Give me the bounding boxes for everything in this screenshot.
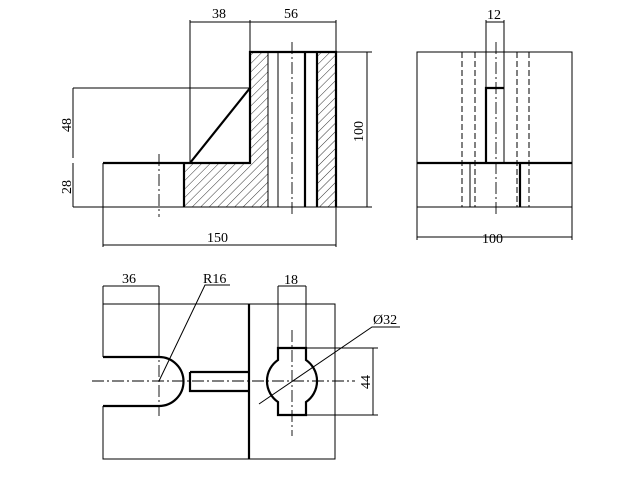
dim-28: 28 (60, 180, 75, 194)
section-hatch-right (317, 52, 336, 207)
dim-150: 150 (207, 231, 228, 246)
dim-12: 12 (487, 8, 501, 23)
top-outline (102, 303, 336, 460)
front-view: 38 56 100 48 28 150 (60, 7, 372, 247)
top-thick-lines (103, 304, 319, 459)
dim-36: 36 (122, 272, 136, 287)
front-centerlines (158, 42, 293, 217)
side-thin-lines (416, 20, 573, 240)
side-hidden-lines (461, 52, 530, 207)
top-centerlines (92, 330, 355, 436)
side-thick-lines (417, 86, 572, 207)
top-thin-lines (102, 284, 400, 416)
section-hatch-left (184, 52, 268, 207)
dim-18: 18 (284, 273, 298, 288)
dim-56: 56 (284, 7, 298, 22)
dim-48: 48 (60, 118, 75, 132)
side-outline (416, 51, 573, 208)
front-thin-lines (72, 20, 372, 247)
dim-100-side: 100 (482, 232, 503, 247)
dim-38: 38 (212, 7, 226, 22)
dim-r16: R16 (203, 272, 226, 287)
dim-diameter-32: Ø32 (373, 313, 397, 328)
side-view: 12 100 (416, 8, 573, 247)
top-view: 36 R16 18 Ø32 44 (92, 272, 400, 460)
dim-44: 44 (359, 375, 374, 389)
dim-100-front: 100 (352, 121, 367, 142)
